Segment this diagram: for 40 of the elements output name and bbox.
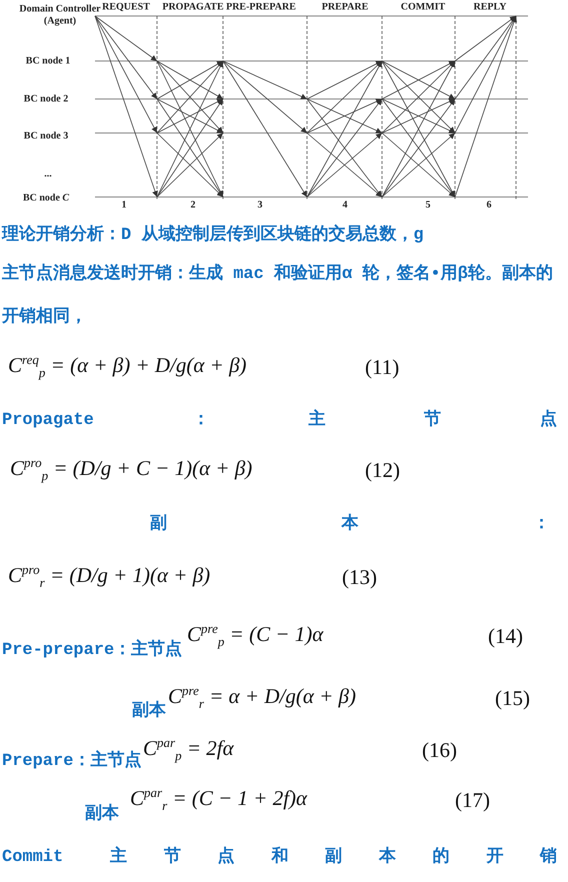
equation-number: (12) [365,458,400,482]
equation-number: (13) [342,564,377,590]
formula: C$^{par}$$_{r}$ = (C − 1 + 2f)α [130,786,308,814]
formula: C$^{par}$$_{p}$ = 2fα [143,736,234,764]
paragraph: 主节点消息发送时开销：生成 mac 和验证用α 轮，签名•用β轮。副本的开销相同， [2,262,554,329]
row-label: BC node 3 [24,130,68,142]
equation-number: (16) [422,738,457,762]
section-heading: 副本： [150,515,550,535]
equation-number: (17) [455,788,490,812]
section-heading: Pre-prepare：主节点 [2,641,182,661]
row-label: BC node 2 [24,93,68,105]
phase-header: REPLY [474,1,506,13]
step-number: 1 [122,199,126,211]
section-heading: 副本 [85,805,119,825]
section-heading: Propagate：主节点 [2,411,557,431]
phase-header: REQUEST [102,1,150,13]
formula: C$^{req}$$_{p}$ = (α + β) + D/g(α + β) [8,352,247,382]
equation-number: (11) [365,354,400,380]
equation-number: (14) [488,624,523,648]
formula: C$^{pro}$$_{p}$ = (D/g + C − 1)(α + β) [10,456,252,484]
step-number: 4 [342,199,348,211]
formula: C$^{pro}$$_{r}$ = (D/g + 1)(α + β) [8,562,210,592]
step-number: 6 [486,199,492,211]
formula: C$^{pre}$$_{r}$ = α + D/g(α + β) [168,684,356,712]
section-heading: Prepare：主节点 [2,752,142,772]
equation-number: (15) [495,686,530,710]
phase-header: PRE-PREPARE [226,1,296,13]
step-number: 2 [190,199,196,211]
row-label: BC node C [22,192,70,204]
phase-header: PREPARE [322,1,368,13]
row-label: BC node 1 [26,55,70,67]
step-number: 5 [426,199,430,211]
section-heading: Commit 主节点和副本的开销 [2,848,557,868]
phase-header: COMMIT [400,1,446,13]
paragraph: 理论开销分析：D 从域控制层传到区块链的交易总数，g [2,226,424,246]
section-heading: 副本 [132,702,166,722]
step-number: 3 [258,199,262,211]
row-label: ... [44,168,52,180]
formula: C$^{pre}$$_{p}$ = (C − 1)α [187,622,324,650]
phase-header: PROPAGATE [162,1,224,13]
